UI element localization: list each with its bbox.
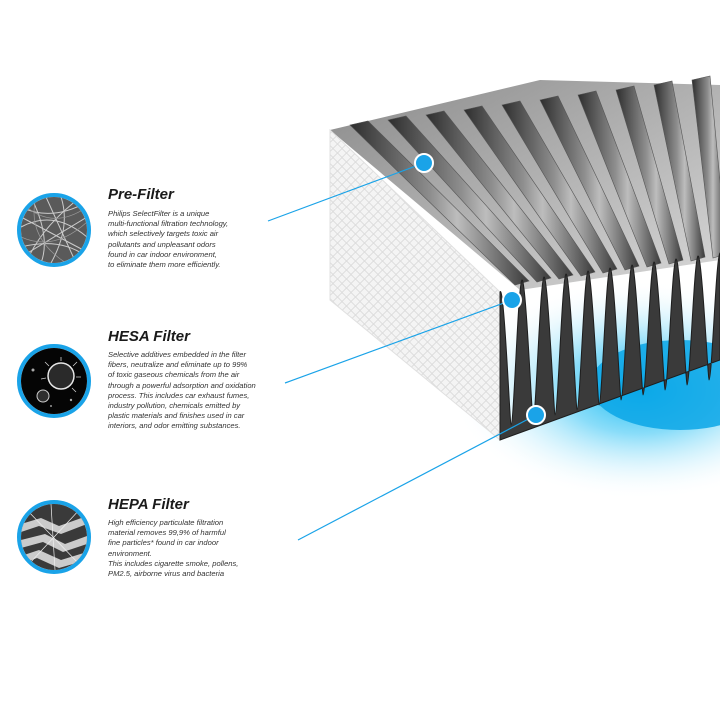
pleat-ridge [463,105,596,277]
callout-dot-hepa [526,405,546,425]
description-line: to eliminate them more efficiently. [108,260,221,270]
description-line: High efficiency particulate filtration [108,518,224,527]
pleat-ridge [577,90,662,268]
particle-fiber-icon [17,500,91,574]
pleat-ridge [501,100,618,274]
description-line: interiors, and odor emitting substances. [108,421,241,431]
description-line: industry pollution, chemicals emitted by [108,401,241,411]
section-description: High efficiency particulate filtration m… [108,518,278,579]
molecule-cell-image [21,348,87,414]
description-line: process. This includes car exhaust fumes… [108,390,250,400]
description-line: plastic materials and finishes used in c… [108,411,245,421]
description-line: material removes 99,9% of harmful [108,528,226,538]
pleated-front-face [499,252,720,441]
pleat-ridge [425,110,574,280]
fiber-mesh-image [21,197,87,263]
particle-fiber-image [21,504,87,570]
section-description: Philips SelectFilter is a unique multi-f… [108,209,278,270]
section-title: HEPA Filter [108,496,189,513]
description-line: found in car indoor environment, [108,249,217,259]
description-line: Selective additives embedded in the filt… [108,350,247,359]
description-line: pollutants and unpleasant odors [108,239,216,249]
callout-line-prefilter [267,162,425,222]
pleat-ridge [691,75,720,259]
callout-dot-hesa [502,290,522,310]
callout-line-hesa [284,299,513,384]
callout-line-hepa [297,414,537,541]
description-line: through a powerful adsorption and oxidat… [108,380,256,390]
description-line: This includes cigarette smoke, pollens, [108,558,239,568]
description-line: multi-functional filtration technology, [108,219,229,229]
description-line: which selectively targets toxic air [108,229,219,239]
description-line: of toxic gaseous chemicals from the air [108,370,240,380]
description-line: Philips SelectFilter is a unique [108,209,210,218]
molecule-cell-icon [17,344,91,418]
description-line: fibers, neutralize and eliminate up to 9… [108,360,248,370]
pleat-ridges [349,75,720,286]
section-title: Pre-Filter [108,186,174,203]
section-title: HESA Filter [108,328,190,345]
pleat-ridge [539,95,640,271]
fiber-mesh-icon [17,193,91,267]
pleat-ridge [349,120,530,286]
description-line: environment. [108,548,152,558]
pleat-ridge [615,85,684,265]
section-description: Selective additives embedded in the filt… [108,350,278,432]
pleat-ridge [653,80,706,262]
blue-glow-core [590,340,720,430]
callout-dot-prefilter [414,153,434,173]
description-line: fine particles* found in car indoor [108,538,219,548]
description-line: PM2.5, airborne virus and bacteria [108,569,225,579]
